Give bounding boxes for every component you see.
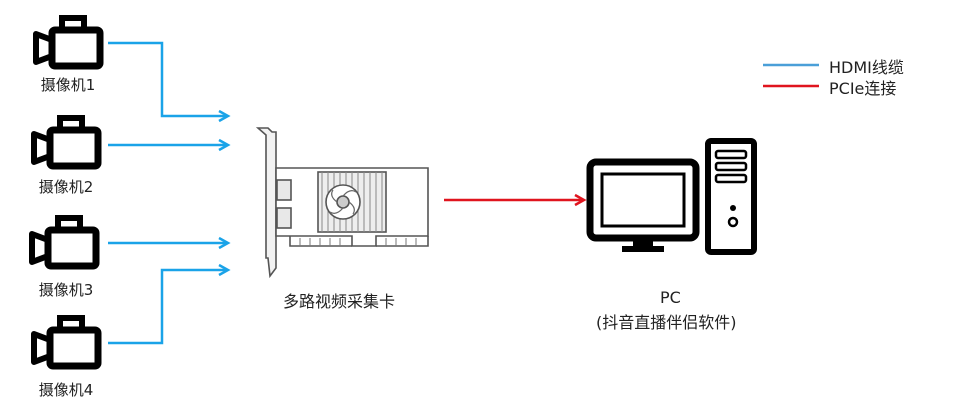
camera-4-label: 摄像机4 xyxy=(38,381,94,399)
pc-sublabel: (抖音直播伴侣软件) xyxy=(596,313,737,332)
legend-pcie-label: PCIe连接 xyxy=(829,79,897,98)
hdmi-connection-4 xyxy=(108,263,231,345)
camera-1-label: 摄像机1 xyxy=(40,76,96,94)
camera-1-icon xyxy=(36,18,100,66)
hdmi-connection-2 xyxy=(108,138,231,152)
camera-3-icon xyxy=(32,218,96,266)
hdmi-connection-1 xyxy=(108,41,231,123)
pc-tower-icon xyxy=(705,138,757,255)
camera-2-icon xyxy=(34,118,98,166)
legend-hdmi-label: HDMI线缆 xyxy=(829,58,904,77)
monitor-icon xyxy=(586,158,700,252)
pcie-connection xyxy=(444,193,587,207)
hdmi-connection-3 xyxy=(108,236,231,250)
capture-card-icon xyxy=(255,127,429,279)
camera-2-label: 摄像机2 xyxy=(38,178,94,196)
camera-3-label: 摄像机3 xyxy=(38,281,94,299)
capture-card-label: 多路视频采集卡 xyxy=(283,292,396,311)
camera-4-icon xyxy=(34,318,98,366)
pc-label: PC xyxy=(660,288,681,307)
